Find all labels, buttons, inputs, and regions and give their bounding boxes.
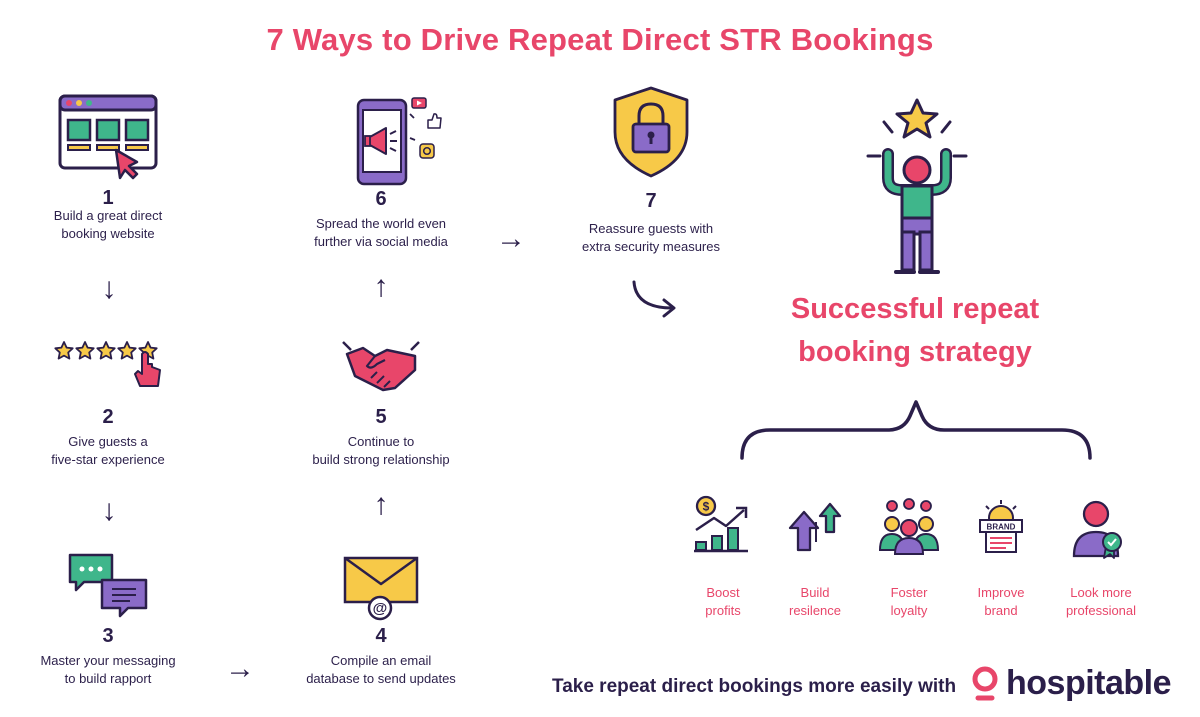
footer-tagline: Take repeat direct bookings more easily … <box>552 676 957 697</box>
svg-text:$: $ <box>703 500 710 514</box>
up-arrow: ↑ <box>373 488 389 521</box>
benefit-line2: loyalty <box>890 603 928 618</box>
five-star-rating-icon <box>54 341 161 387</box>
step-description-line1: Compile an email <box>330 653 432 668</box>
down-arrow: ↓ <box>101 494 117 527</box>
step-number: 5 <box>375 406 387 428</box>
phone-megaphone-icon <box>356 97 442 186</box>
goal-heading: Successful repeat booking strategy <box>740 288 1090 374</box>
brand-badge-icon: BRAND <box>979 500 1023 553</box>
svg-text:BRAND: BRAND <box>987 523 1016 532</box>
hospitable-logo-wordmark: hospitable <box>1006 664 1172 702</box>
benefit-look-more-professional: Look more professional <box>1046 494 1156 624</box>
loyal-customers-icon <box>878 498 940 555</box>
benefit-foster-loyalty: Foster loyalty <box>864 494 954 624</box>
step-5: 5 Continue to build strong relationship <box>296 338 466 473</box>
step-description-line2: booking website <box>61 226 155 241</box>
down-arrow: ↓ <box>101 272 117 305</box>
curved-arrow <box>632 280 676 318</box>
step-description-line2: build strong relationship <box>312 452 450 467</box>
benefit-boost-profits: $ Boost profits <box>678 494 768 624</box>
step-description-line1: Give guests a <box>68 434 148 449</box>
step-4: @ 4 Compile an email database to send up… <box>296 552 466 692</box>
benefit-line2: brand <box>984 603 1018 618</box>
benefit-line1: Build <box>800 585 830 600</box>
benefit-build-resilence: Build resilence <box>770 494 860 624</box>
step-description-line1: Master your messaging <box>40 653 176 668</box>
right-arrow: → <box>496 222 526 255</box>
step-description-line1: Spread the world even <box>315 216 447 231</box>
goal-line1: Successful repeat <box>790 293 1040 325</box>
chat-bubbles-icon <box>68 553 148 618</box>
up-arrow: ↑ <box>373 270 389 303</box>
step-number: 7 <box>645 190 657 212</box>
step-number: 4 <box>375 625 387 647</box>
step-number: 2 <box>102 406 114 428</box>
step-description-line2: to build rapport <box>64 671 152 686</box>
step-3: 3 Master your messaging to build rapport <box>30 550 186 690</box>
step-number: 6 <box>375 188 387 210</box>
benefit-line1: Foster <box>890 585 928 600</box>
curly-brace <box>740 400 1092 460</box>
step-description-line1: Build a great direct <box>53 208 163 223</box>
step-number: 3 <box>102 625 114 647</box>
step-description-line2: extra security measures <box>582 239 720 254</box>
professional-award-icon <box>1072 500 1122 559</box>
step-description-line1: Continue to <box>347 434 415 449</box>
right-arrow: → <box>225 652 255 685</box>
profit-growth-icon: $ <box>694 495 748 553</box>
shield-lock-icon <box>613 86 689 178</box>
hospitable-logo-icon <box>972 666 998 701</box>
celebrating-person-icon <box>866 98 968 274</box>
step-description-line2: database to send updates <box>306 671 456 686</box>
benefit-line1: Boost <box>706 585 740 600</box>
benefit-line2: profits <box>705 603 741 618</box>
step-2: 2 Give guests a five-star experience <box>30 340 186 470</box>
step-description-line2: five-star experience <box>51 452 165 467</box>
step-7: 7 Reassure guests with extra security me… <box>565 86 737 256</box>
step-number: 1 <box>102 187 114 209</box>
website-icon <box>58 94 158 180</box>
goal-line2: booking strategy <box>798 336 1032 368</box>
benefit-line1: Improve <box>977 585 1025 600</box>
benefit-line2: resilence <box>788 603 842 618</box>
step-6: 6 Spread the world even further via soci… <box>296 92 466 252</box>
svg-text:@: @ <box>373 600 388 617</box>
benefit-line1: Look more <box>1070 585 1132 600</box>
step-description-line1: Reassure guests with <box>588 221 714 236</box>
benefit-improve-brand: BRAND Improve brand <box>956 494 1046 624</box>
upward-arrows-icon <box>788 502 842 552</box>
email-envelope-icon: @ <box>343 556 419 621</box>
step-1: 1 Build a great direct booking website <box>40 92 176 252</box>
step-description-line2: further via social media <box>314 234 448 249</box>
page-title: 7 Ways to Drive Repeat Direct STR Bookin… <box>266 22 934 57</box>
handshake-icon <box>342 341 420 392</box>
benefit-line2: professional <box>1065 603 1137 618</box>
